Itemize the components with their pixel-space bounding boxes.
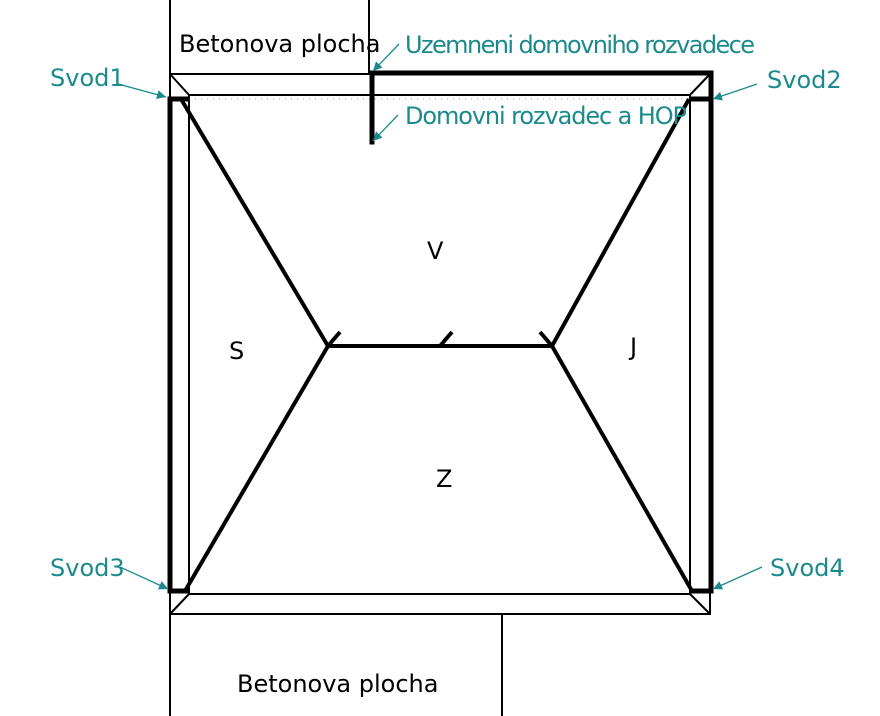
- corner-diagonals: [169, 73, 711, 615]
- annotation-arrows: [117, 43, 763, 590]
- roof-inner-edge: [188, 94, 691, 595]
- concrete-area-top: Betonova plocha: [169, 0, 380, 74]
- roof-face-south: J: [628, 333, 637, 361]
- svod2-label: Svod2: [767, 66, 842, 94]
- roof-face-east: V: [427, 237, 444, 265]
- down-conductors: [167, 70, 714, 594]
- panel-label: Domovni rozvadec a HOP: [405, 102, 687, 130]
- roof-face-north: S: [229, 337, 244, 365]
- svod3-label: Svod3: [50, 554, 125, 582]
- svod1-label: Svod1: [50, 64, 125, 92]
- roof-face-west: Z: [436, 465, 452, 493]
- concrete-area-bottom: Betonova plocha: [169, 614, 503, 716]
- grounding-label: Uzemneni domovniho rozvadece: [405, 31, 755, 59]
- concrete-area-top-label: Betonova plocha: [179, 30, 380, 58]
- ridge-conductors: [179, 97, 694, 593]
- svod4-label: Svod4: [770, 554, 845, 582]
- concrete-area-bottom-label: Betonova plocha: [237, 670, 438, 698]
